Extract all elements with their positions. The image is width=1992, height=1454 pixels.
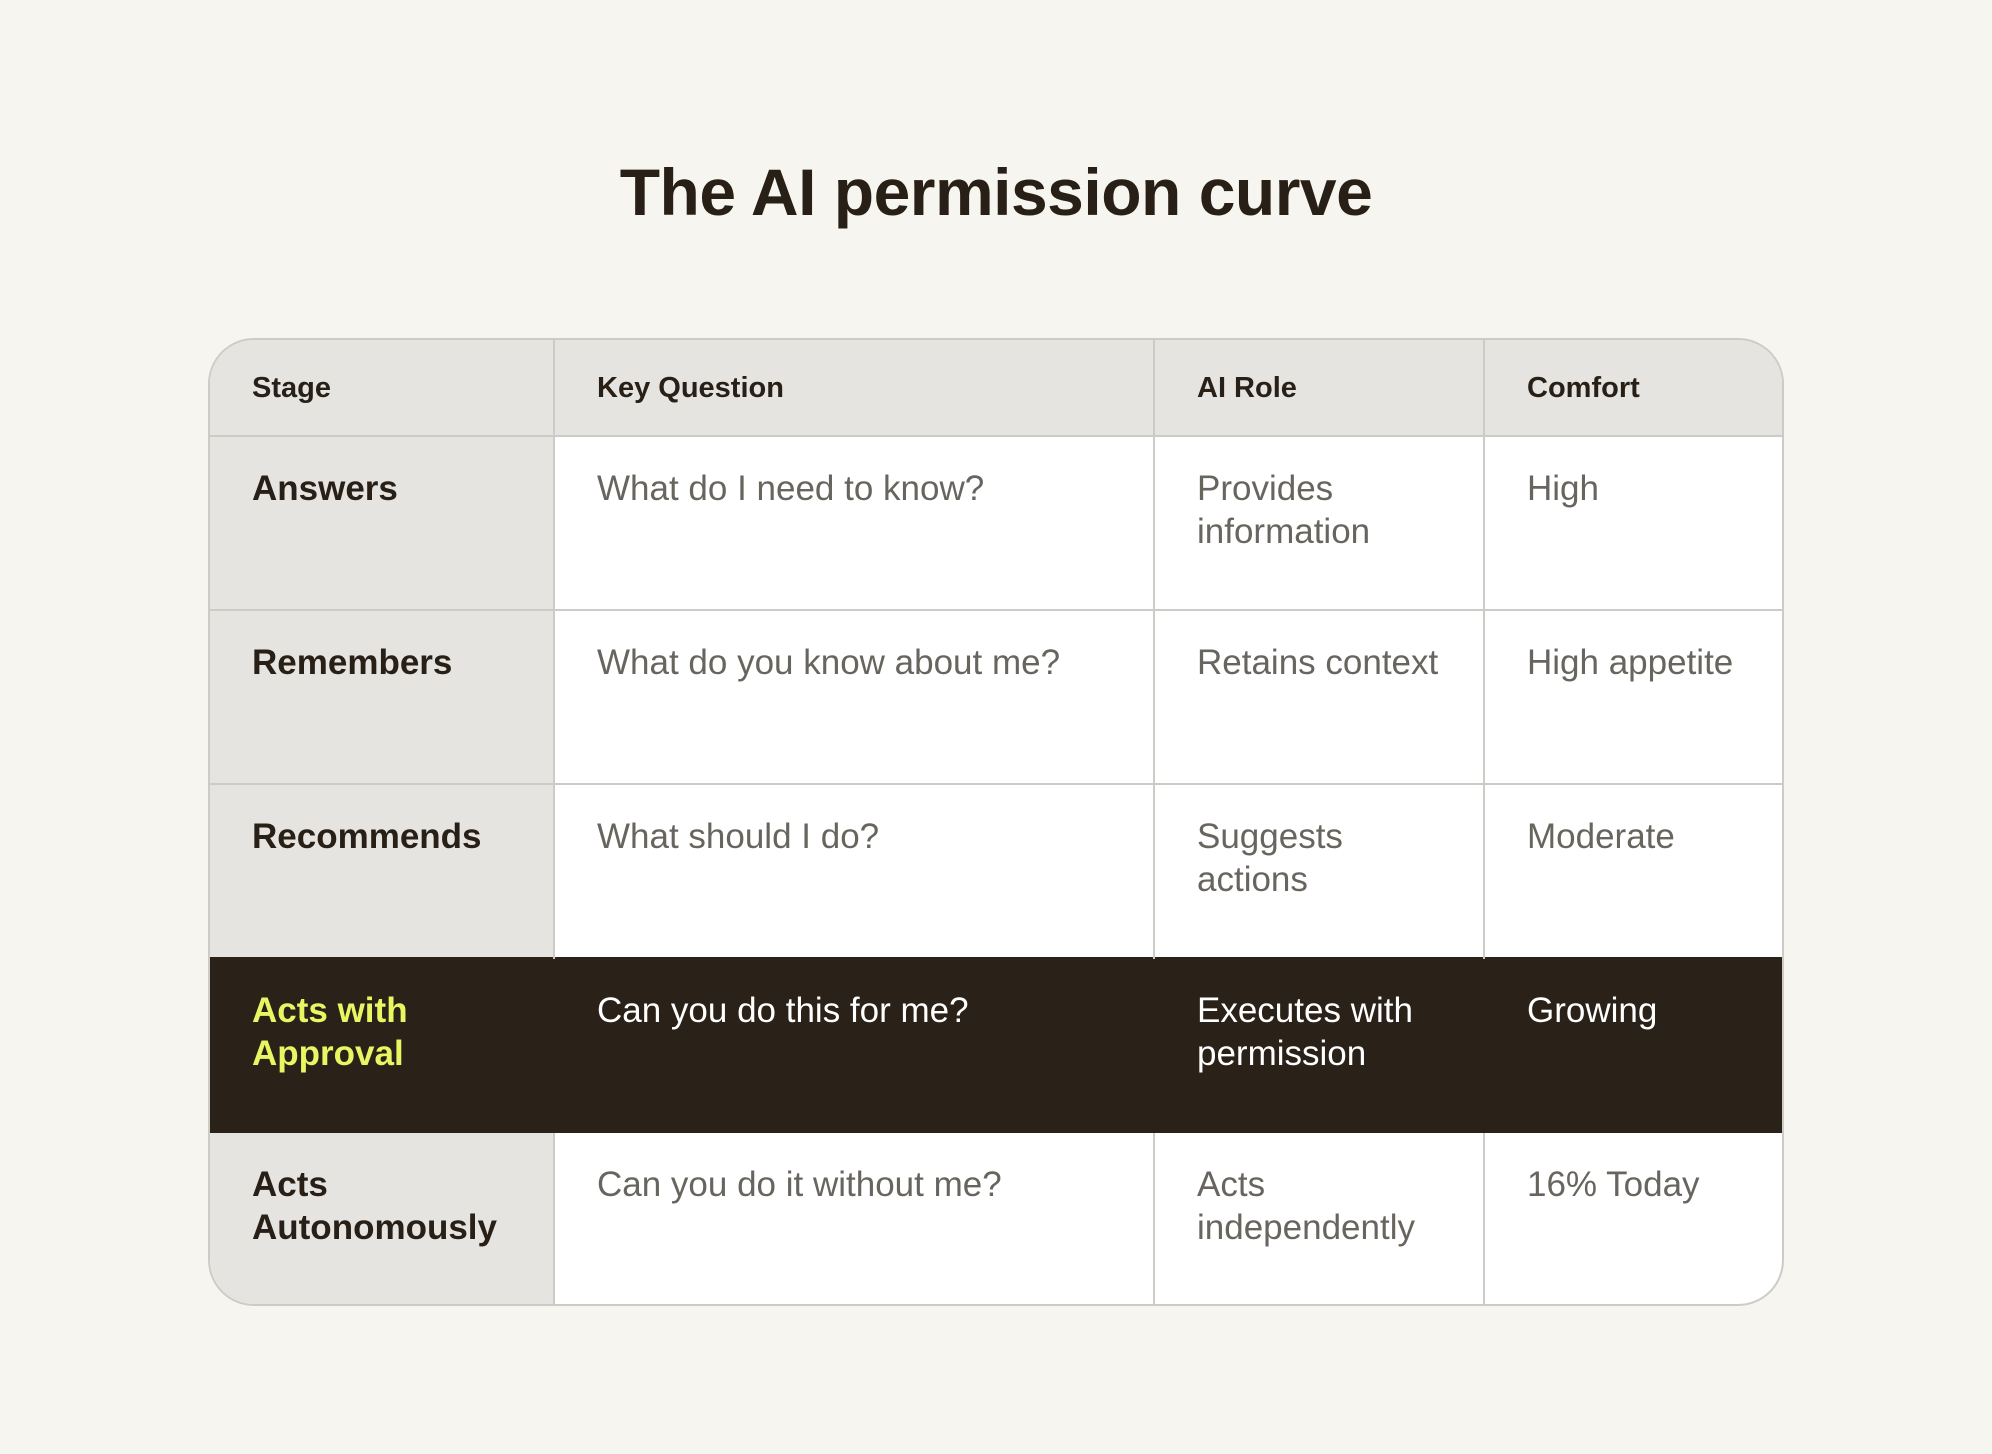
column-header-stage: Stage xyxy=(210,340,554,436)
question-cell: Can you do this for me? xyxy=(553,957,1154,1132)
role-cell: Retains context xyxy=(1153,609,1484,784)
question-cell: What should I do? xyxy=(553,783,1154,958)
stage-cell: Acts Autonomously xyxy=(210,1131,554,1304)
role-cell: Acts independently xyxy=(1153,1131,1484,1304)
comfort-cell: High xyxy=(1483,435,1782,610)
stage-cell: Answers xyxy=(210,435,554,610)
stages-table: Stage Key Question AI Role Comfort Answe… xyxy=(210,340,1782,1304)
comfort-cell: Growing xyxy=(1483,957,1782,1132)
table-row: Remembers What do you know about me? Ret… xyxy=(210,609,1782,784)
question-cell: What do I need to know? xyxy=(553,435,1154,610)
comfort-cell: High appetite xyxy=(1483,609,1782,784)
table-row-highlighted: Acts with Approval Can you do this for m… xyxy=(210,957,1782,1132)
comfort-cell: Moderate xyxy=(1483,783,1782,958)
table-header-row: Stage Key Question AI Role Comfort xyxy=(210,340,1782,436)
column-header-ai-role: AI Role xyxy=(1153,340,1484,436)
stage-cell: Recommends xyxy=(210,783,554,958)
table-row: Answers What do I need to know? Provides… xyxy=(210,435,1782,610)
question-cell: Can you do it without me? xyxy=(553,1131,1154,1304)
table-row: Recommends What should I do? Suggests ac… xyxy=(210,783,1782,958)
role-cell: Provides information xyxy=(1153,435,1484,610)
comfort-cell: 16% Today xyxy=(1483,1131,1782,1304)
permission-curve-table: Stage Key Question AI Role Comfort Answe… xyxy=(208,338,1784,1306)
table-row: Acts Autonomously Can you do it without … xyxy=(210,1131,1782,1304)
column-header-key-question: Key Question xyxy=(553,340,1154,436)
column-header-comfort: Comfort xyxy=(1483,340,1782,436)
role-cell: Executes with permission xyxy=(1153,957,1484,1132)
stage-cell: Remembers xyxy=(210,609,554,784)
question-cell: What do you know about me? xyxy=(553,609,1154,784)
role-cell: Suggests actions xyxy=(1153,783,1484,958)
stage-cell: Acts with Approval xyxy=(210,957,554,1132)
page-title: The AI permission curve xyxy=(619,155,1373,229)
